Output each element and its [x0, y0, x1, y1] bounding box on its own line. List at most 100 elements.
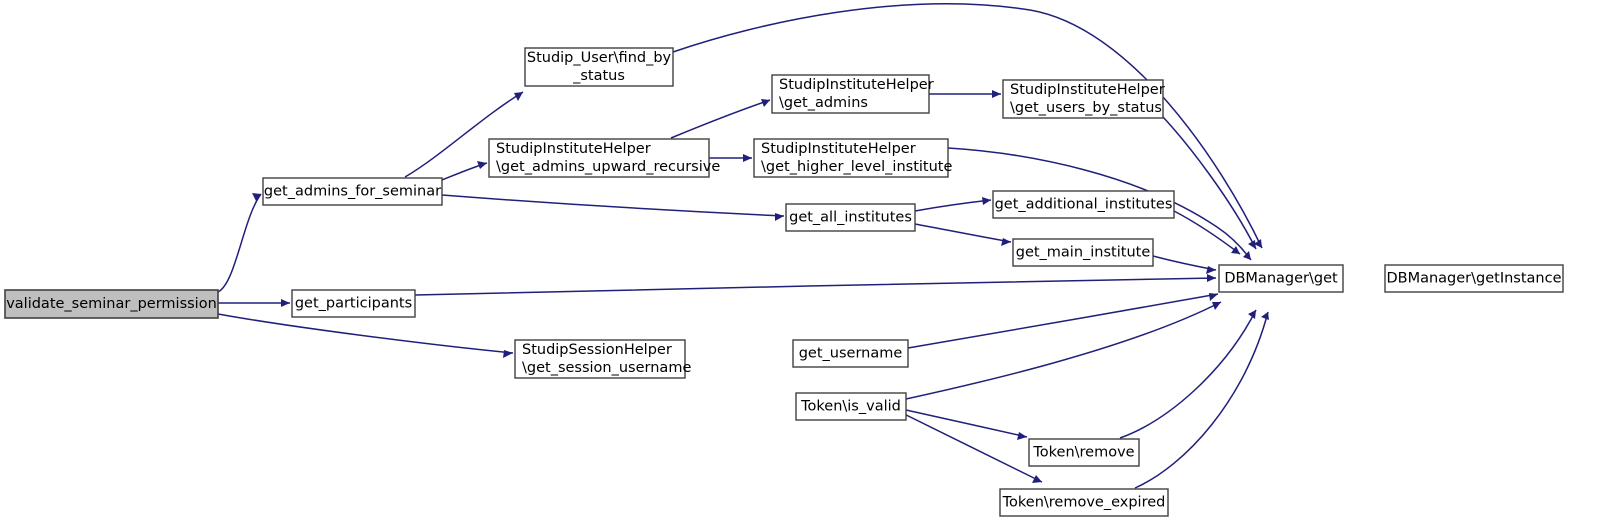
arrowhead-icon: [1243, 251, 1251, 260]
node-box[interactable]: [771, 74, 930, 114]
node-label-line: \get_higher_level_institute: [761, 159, 952, 175]
edge-get_admins-to-get_users_by_status: [929, 90, 1001, 98]
edge-get_all_institutes-to-get_main_institute: [914, 223, 1012, 246]
arrowhead-icon: [503, 350, 513, 358]
node-box[interactable]: [1012, 238, 1154, 267]
node-box[interactable]: [291, 289, 416, 318]
node-label-line: Studip_User\find_by: [527, 50, 672, 66]
node-get_users_by_status[interactable]: StudipInstituteHelper \get_users_by_statu…: [1002, 79, 1165, 119]
node-get_participants[interactable]: get_participants: [291, 289, 416, 318]
node-validate_seminar_permission[interactable]: validate_seminar_permission: [4, 289, 219, 319]
node-label-line: \get_admins: [779, 95, 868, 111]
node-studip_session_helper_get_session_username[interactable]: StudipSessionHelper \get_session_username: [514, 339, 691, 379]
arrowhead-icon: [1231, 246, 1240, 254]
node-label-line: StudipInstituteHelper: [496, 141, 651, 157]
node-get_main_institute[interactable]: get_main_institute: [1012, 238, 1154, 267]
edge-token_remove-to-dbmanager_get: [1119, 309, 1257, 439]
edge-line: [414, 277, 1217, 296]
node-box[interactable]: [753, 138, 949, 178]
node-dbmanager_getinstance[interactable]: DBManager\getInstance: [1384, 264, 1564, 293]
edge-line: [1152, 255, 1217, 271]
edge-get_admins_for_seminar-to-get_all_institutes: [441, 194, 785, 221]
arrowhead-icon: [992, 90, 1001, 98]
node-box[interactable]: [514, 339, 686, 379]
node-label-line: StudipInstituteHelper: [779, 77, 934, 93]
node-box[interactable]: [785, 203, 916, 232]
arrowhead-icon: [1209, 293, 1218, 301]
edge-line: [889, 406, 1043, 483]
arrowhead-icon: [743, 154, 752, 162]
arrowhead-icon: [252, 193, 261, 201]
arrowhead-icon: [1248, 240, 1256, 249]
node-label-line: Token\is_valid: [800, 399, 901, 415]
node-get_all_institutes[interactable]: get_all_institutes: [785, 203, 916, 232]
node-box[interactable]: [4, 289, 219, 319]
edge-get_participants-to-dbmanager_get: [414, 274, 1217, 296]
edge-line: [914, 223, 1012, 243]
node-box[interactable]: [1218, 264, 1344, 293]
node-label-line: _status: [572, 68, 625, 84]
node-label-line: StudipInstituteHelper: [1010, 82, 1165, 98]
edge-studip_user_find_by_status-to-dbmanager_get: [672, 3, 1263, 249]
node-label-line: \get_session_username: [522, 360, 691, 376]
node-label-line: get_participants: [295, 296, 412, 312]
node-label-line: get_main_institute: [1016, 245, 1151, 261]
node-label-line: StudipInstituteHelper: [761, 141, 916, 157]
node-box[interactable]: [262, 177, 443, 206]
edge-line: [217, 193, 262, 293]
edge-line: [1119, 309, 1257, 439]
edge-line: [905, 409, 1028, 438]
node-box[interactable]: [992, 190, 1175, 219]
node-get_admins_upward_recursive[interactable]: StudipInstituteHelper\get_admins_upward_…: [488, 138, 720, 178]
node-label-line: get_admins_for_seminar: [264, 184, 441, 200]
node-label-line: validate_seminar_permission: [6, 296, 217, 312]
node-dbmanager_get[interactable]: DBManager\get: [1218, 264, 1344, 293]
edge-line: [1173, 210, 1241, 255]
edge-line: [404, 91, 524, 178]
arrowhead-icon: [1032, 475, 1042, 483]
edge-validate_seminar_permission-to-studip_session_helper_get_session_username: [217, 313, 514, 358]
node-token_remove_expired[interactable]: Token\remove_expired: [999, 488, 1169, 517]
node-label-line: get_all_institutes: [789, 210, 912, 226]
node-get_admins_for_seminar[interactable]: get_admins_for_seminar: [262, 177, 443, 206]
node-box[interactable]: [488, 138, 710, 178]
edge-token_remove_expired-to-dbmanager_get: [1134, 311, 1269, 489]
node-get_username[interactable]: get_username: [792, 339, 909, 368]
node-box[interactable]: [792, 339, 909, 368]
node-label-line: StudipSessionHelper: [522, 342, 672, 358]
node-token_remove[interactable]: Token\remove: [1028, 438, 1140, 467]
node-box[interactable]: [795, 392, 907, 421]
edge-line: [907, 293, 1219, 349]
node-label-line: \get_users_by_status: [1010, 100, 1162, 116]
arrowhead-icon: [1017, 432, 1027, 440]
node-label-line: Token\remove: [1032, 445, 1134, 461]
node-studip_user_find_by_status[interactable]: Studip_User\find_by _status: [524, 47, 674, 87]
edge-get_admins_for_seminar-to-studip_user_find_by_status: [404, 91, 524, 178]
arrowhead-icon: [1207, 274, 1216, 282]
node-label-line: get_username: [799, 346, 903, 362]
arrowhead-icon: [1212, 302, 1221, 310]
node-box[interactable]: [1002, 79, 1164, 119]
edge-get_main_institute-to-dbmanager_get: [1152, 255, 1217, 274]
edge-get_admins_for_seminar-to-get_admins_upward_recursive: [441, 161, 488, 181]
edge-validate_seminar_permission-to-get_admins_for_seminar: [217, 193, 262, 293]
arrowhead-icon: [761, 99, 770, 107]
edge-get_admins_upward_recursive-to-get_higher_level_institute: [709, 154, 752, 162]
node-get_additional_institutes[interactable]: get_additional_institutes: [992, 190, 1175, 219]
arrowhead-icon: [1248, 310, 1256, 319]
node-label-line: get_additional_institutes: [995, 197, 1173, 213]
node-label-line: DBManager\getInstance: [1386, 271, 1561, 287]
node-get_admins[interactable]: StudipInstituteHelper \get_admins: [771, 74, 934, 114]
arrowhead-icon: [1254, 239, 1262, 248]
node-get_higher_level_institute[interactable]: StudipInstituteHelper \get_higher_level_i…: [753, 138, 952, 178]
edge-get_all_institutes-to-get_additional_institutes: [914, 197, 992, 212]
edges-layer: [217, 3, 1269, 489]
node-box[interactable]: [999, 488, 1169, 517]
node-token_is_valid[interactable]: Token\is_valid: [795, 392, 907, 421]
node-box[interactable]: [524, 47, 674, 87]
node-box[interactable]: [1384, 264, 1564, 293]
edge-token_is_valid-to-dbmanager_get: [905, 301, 1222, 400]
node-box[interactable]: [1028, 438, 1140, 467]
